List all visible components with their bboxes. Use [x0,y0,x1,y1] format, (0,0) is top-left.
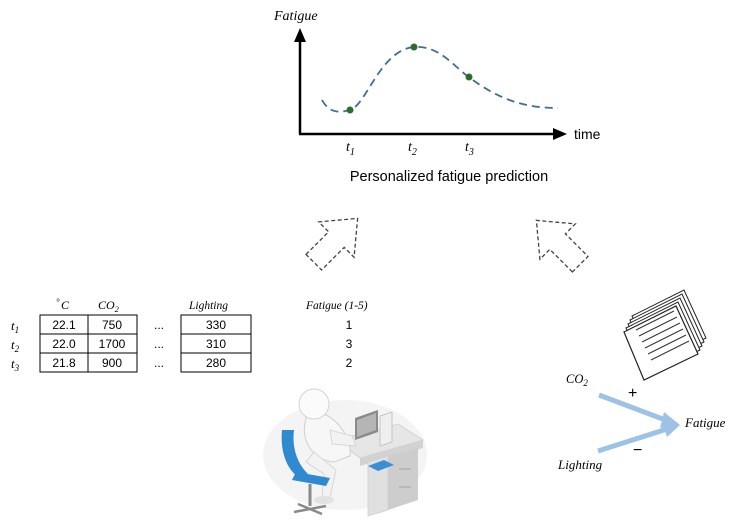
cell-lighting: 330 [206,318,226,332]
cell-ellipsis: ... [154,318,164,332]
header-co2: CO2 [98,298,120,314]
row-label-t2: t2 [11,337,20,354]
cell-ellipsis: ... [154,337,164,351]
person-at-desk-icon [263,388,427,517]
cell-temp: 22.1 [52,318,76,332]
row-label-t1: t1 [11,318,19,335]
documents-icon [623,289,707,381]
plot-y-label: Fatigue [273,9,318,24]
knowledge-fatigue-label: Fatigue [684,415,726,430]
cell-lighting: 310 [206,337,226,351]
row-label-t3: t3 [11,356,20,373]
cell-lighting: 280 [206,356,226,370]
lighting-influence-arrowhead [662,421,680,437]
fatigue-plot: Fatigue time t1 t2 t3 Personalized fatig… [273,9,601,185]
tick-t2: t2 [408,140,417,158]
up-arrow-icon [535,219,589,273]
temp-degree: ° [56,297,60,307]
x-axis-arrowhead [553,128,567,140]
header-fatigue: Fatigue (1-5) [305,300,368,312]
fatigue-curve [321,46,559,113]
table-cell [87,352,138,373]
cell-fatigue: 2 [346,356,353,370]
cell-temp: 22.0 [52,337,76,351]
knowledge-lighting-label: Lighting [557,457,603,472]
lighting-influence-arrow [597,426,668,454]
tick-t1: t1 [346,140,355,158]
plot-x-label: time [574,126,601,142]
cell-temp: 21.8 [52,356,76,370]
data-point-t2 [410,43,418,51]
data-point-t3 [465,73,473,81]
table-cell [180,352,252,373]
cell-fatigue: 3 [346,337,353,351]
co2-influence-arrow [598,392,669,424]
knowledge-co2-label: CO2 [566,372,588,388]
cell-fatigue: 1 [346,318,353,332]
cell-ellipsis: ... [154,356,164,370]
y-axis-arrowhead [294,28,306,42]
tick-t3: t3 [465,140,474,158]
header-lighting: Lighting [188,300,228,312]
cell-co2: 1700 [99,337,126,351]
plot-caption: Personalized fatigue prediction [350,169,548,185]
negative-sign: − [633,442,642,459]
data-point-t1 [346,106,354,114]
cell-co2: 750 [102,318,122,332]
knowledge-diagram: CO2 + − Fatigue Lighting [557,372,726,472]
up-arrow-icon [305,217,359,271]
cell-co2: 900 [102,356,122,370]
data-table: ° C CO2 Lighting Fatigue (1-5) t1 22.1 7… [11,297,368,373]
header-temp: C [61,298,70,312]
positive-sign: + [628,385,637,402]
